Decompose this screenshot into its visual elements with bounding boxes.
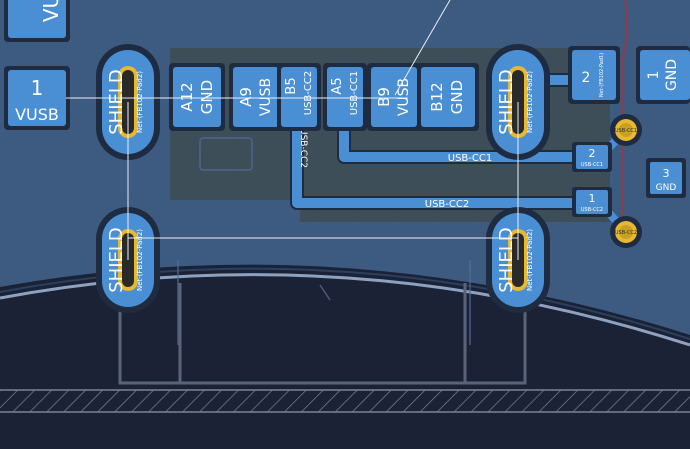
pad-gnd-1-name: GND [664, 59, 680, 91]
track-label-cc2: USB-CC2 [425, 199, 469, 210]
pad-gnd-1[interactable]: 1 GND [636, 46, 690, 104]
pad-a12-gnd[interactable]: A12 GND [169, 63, 225, 131]
track-label-cc1: USB-CC1 [448, 153, 492, 164]
via-label-cc2: USB-CC2 [615, 230, 637, 236]
pad-cc1-number: 2 [589, 147, 596, 160]
pad-cc1-net: USB-CC1 [581, 162, 603, 168]
pad-fb102-2[interactable]: 2 Net-(FB102-Pad1) [568, 46, 620, 104]
shield-label-bottom-right: SHIELD [496, 227, 517, 293]
pad-a12-pin: A12 [178, 82, 196, 111]
pad-b12-gnd[interactable]: B12 GND [417, 63, 479, 131]
keepout-hatch [0, 390, 690, 412]
pad-gnd-1-number: 1 [646, 71, 662, 80]
pad-b12-pin: B12 [428, 82, 446, 111]
pad-b5-net: USB-CC2 [303, 71, 314, 115]
pad-a9-net: VUSB [258, 78, 274, 116]
pad-a12-net: GND [198, 80, 216, 114]
pad-fb102-2-net: Net-(FB102-Pad1) [599, 53, 605, 97]
track-label-cc2-vertical: USB-CC2 [298, 128, 308, 168]
pad-vusb-left-number: 1 [31, 76, 44, 100]
pad-vusb-left[interactable]: 1 VUSB [4, 66, 70, 130]
pad-b12-net: GND [448, 80, 466, 114]
shield-net-bottom-right: Net-(FB102-Pad2) [526, 229, 534, 291]
pad-fb102-2-number: 2 [582, 70, 591, 86]
pad-a5-pin: A5 [330, 77, 345, 94]
shield-net-bottom-left: Net-(FB102-Pad2) [136, 229, 144, 291]
pad-b5-cc2[interactable]: B5 USB-CC2 [277, 63, 321, 131]
pad-a9-vusb[interactable]: A9 VUSB [229, 63, 283, 131]
pad-label-vu: VU [39, 0, 63, 22]
pad-a5-net: USB-CC1 [349, 71, 360, 115]
shield-label-bottom-left: SHIELD [106, 227, 127, 293]
pad-b9-net: VUSB [396, 78, 412, 116]
via-usb-cc2[interactable]: USB-CC2 [610, 216, 642, 248]
pad-b9-vusb[interactable]: B9 VUSB [367, 63, 421, 131]
pad-b5-pin: B5 [284, 77, 299, 94]
pad-a5-cc1[interactable]: A5 USB-CC1 [323, 63, 367, 131]
pad-cc2-resistor[interactable]: 1 USB-CC2 [572, 187, 612, 217]
pad-gnd-3-name: GND [656, 183, 677, 193]
pad-gnd-3[interactable]: 3 GND [646, 158, 686, 198]
pad-vusb-left-name: VUSB [15, 105, 59, 124]
pad-gnd-3-number: 3 [663, 167, 670, 180]
via-usb-cc1[interactable]: USB-CC1 [610, 114, 642, 146]
shield-net-top-right: Net-(FB102-Pad2) [526, 71, 534, 133]
connector-courtyard [118, 250, 527, 385]
red-ratsnest [621, 0, 628, 230]
pad-vusb-top-partial[interactable]: VU [4, 0, 70, 42]
ratsnest-lines [66, 0, 519, 260]
shield-label-top-left: SHIELD [106, 69, 127, 135]
pad-a9-pin: A9 [237, 87, 255, 107]
via-label-cc1: USB-CC1 [615, 128, 637, 134]
pad-cc2-net: USB-CC2 [581, 207, 603, 213]
pad-cc2-number: 1 [589, 192, 596, 205]
shield-label-top-right: SHIELD [496, 69, 517, 135]
pad-cc1-resistor[interactable]: 2 USB-CC1 [572, 142, 612, 172]
pad-b9-pin: B9 [375, 87, 393, 107]
shield-net-top-left: Net-(FB102-Pad2) [136, 71, 144, 133]
silk-outline-faint [177, 137, 471, 345]
